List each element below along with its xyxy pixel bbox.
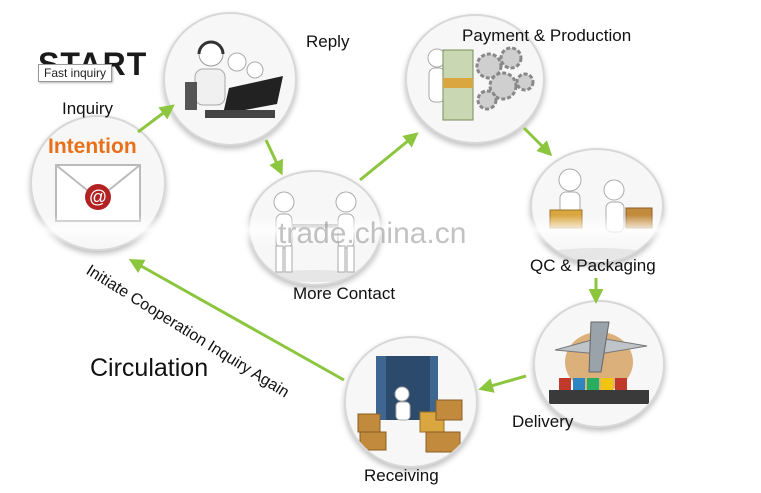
receiving-label: Receiving: [364, 466, 439, 485]
watermark-band: [20, 215, 490, 245]
container-boxes-icon: [357, 356, 463, 453]
watermark-text: trade.china.cn: [278, 217, 467, 250]
delivery-circle: [533, 300, 665, 428]
receiving-circle: [344, 336, 478, 468]
arrow-reply-to-contact: [264, 139, 283, 176]
arrow-delivery-to-receiving: [478, 374, 527, 393]
money-gears-icon: [427, 46, 535, 121]
circulation-label: Circulation: [90, 354, 209, 382]
call-center-icon: [185, 40, 283, 118]
cargo-plane-ship-icon: [549, 321, 649, 404]
envelope-icon: @: [55, 164, 141, 222]
payment-circle: [405, 14, 545, 144]
watermark-band-right: [520, 215, 670, 245]
fast-inquiry-tooltip[interactable]: Fast inquiry: [38, 64, 113, 82]
intention-label: Intention: [48, 135, 137, 158]
svg-text:@: @: [89, 187, 107, 207]
qc-packaging-label: QC & Packaging: [530, 256, 656, 275]
packaging-icon: [547, 168, 653, 260]
delivery-label: Delivery: [512, 412, 574, 431]
reply-circle: [163, 12, 297, 146]
qc-circle: [530, 148, 664, 264]
reply-label: Reply: [306, 32, 350, 51]
more-contact-label: More Contact: [293, 284, 396, 303]
payment-production-label: Payment & Production: [462, 26, 632, 45]
inquiry-label: Inquiry: [62, 99, 114, 118]
